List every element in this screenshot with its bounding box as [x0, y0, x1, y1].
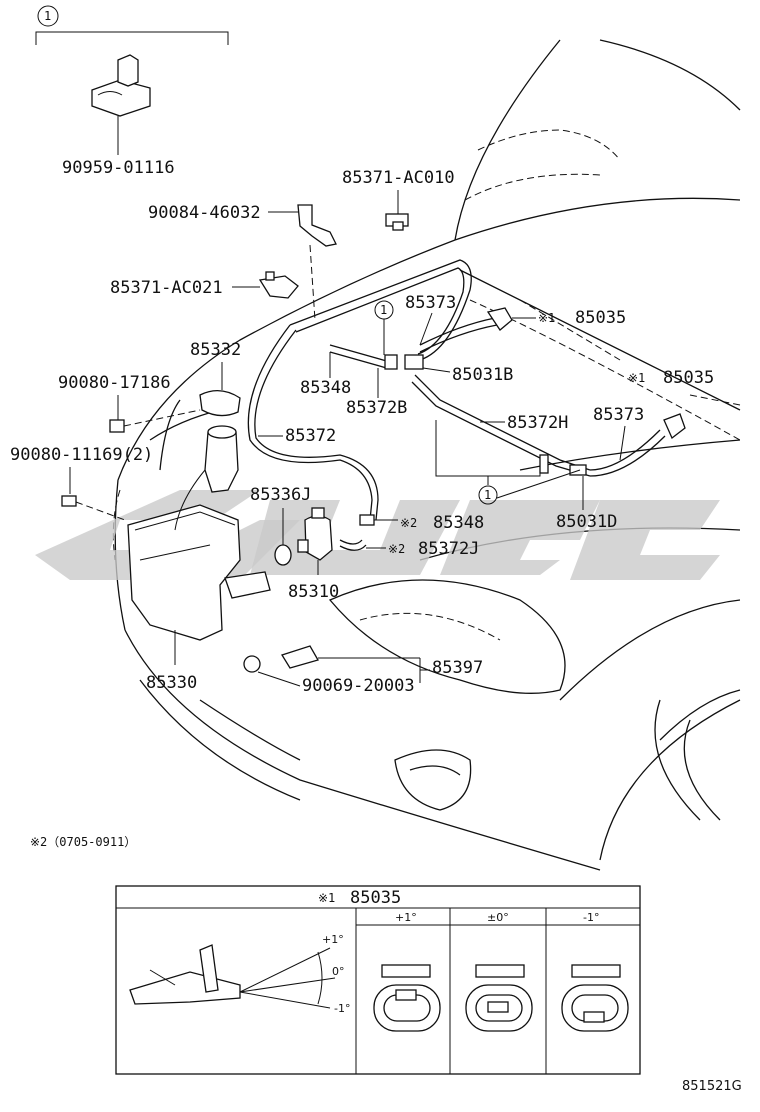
svg-text:85372H: 85372H — [507, 413, 568, 433]
kome-mark-icon: ※2 — [388, 542, 405, 556]
svg-text:85332: 85332 — [190, 340, 241, 360]
svg-text:85031D: 85031D — [556, 512, 617, 532]
svg-text:85397: 85397 — [432, 658, 483, 678]
svg-text:85348: 85348 — [300, 378, 351, 398]
nut-90080-17186: 90080-17186 — [58, 373, 201, 433]
svg-text:85372J: 85372J — [418, 539, 479, 559]
col-plus1: +1° — [395, 911, 417, 924]
svg-text:85330: 85330 — [146, 673, 197, 693]
svg-text:90069-20003: 90069-20003 — [302, 676, 415, 696]
level-sensor: 85397 90069-20003 — [243, 645, 483, 696]
svg-text:90080-17186: 90080-17186 — [58, 373, 171, 393]
kome-mark-icon: ※1 — [628, 371, 645, 385]
kome-mark-icon: ※2 — [400, 516, 417, 530]
kome-mark-icon: ※1 — [538, 311, 555, 325]
svg-text:85035: 85035 — [575, 308, 626, 328]
svg-text:-1°: -1° — [334, 1002, 350, 1015]
svg-text:85372: 85372 — [285, 426, 336, 446]
clamp-ac010: 85371-AC010 — [342, 168, 455, 231]
svg-text:90084-46032: 90084-46032 — [148, 203, 261, 223]
svg-text:85310: 85310 — [288, 582, 339, 602]
svg-text:85371-AC010: 85371-AC010 — [342, 168, 455, 188]
nozzle-view-zero — [465, 964, 533, 1032]
clamp-90084: 90084-46032 — [148, 203, 337, 321]
svg-text:0°: 0° — [332, 965, 345, 978]
clamp-ac021: 85371-AC021 — [110, 271, 299, 299]
figure-code: 851521G — [682, 1079, 742, 1094]
bolt-90080-11169: 90080-11169(2) — [10, 445, 153, 521]
svg-text:85373: 85373 — [405, 293, 456, 313]
svg-text:85336J: 85336J — [250, 485, 311, 505]
svg-text:+1°: +1° — [322, 933, 344, 946]
svg-text:85373: 85373 — [593, 405, 644, 425]
washer-pump: 85310 — [288, 507, 339, 602]
svg-text:1: 1 — [484, 488, 491, 502]
grommet-85336j: 85336J — [250, 485, 311, 566]
svg-text:85035: 85035 — [663, 368, 714, 388]
svg-text:85031B: 85031B — [452, 365, 513, 385]
footnote: ※2（0705-0911） — [30, 835, 136, 849]
reservoir-cap: 85332 — [190, 340, 241, 417]
nozzle-angle-inset: ※1 85035 +1° ±0° -1° +1° 0° -1° — [115, 885, 641, 1075]
washer-jar: 85330 — [127, 425, 271, 693]
nozzle-view-minus1 — [561, 964, 629, 1032]
svg-text:85371-AC021: 85371-AC021 — [110, 278, 223, 298]
col-minus1: -1° — [583, 911, 599, 924]
clip-part: 1 90959-01116 — [35, 5, 229, 178]
vehicle-outline — [112, 39, 741, 871]
circle-number-icon — [478, 485, 498, 505]
circle-number-icon — [37, 5, 59, 27]
svg-text:85372B: 85372B — [346, 398, 407, 418]
inset-title: 85035 — [350, 888, 401, 908]
nozzle-view-plus1 — [373, 964, 441, 1032]
col-zero: ±0° — [487, 911, 509, 924]
svg-text:1: 1 — [44, 9, 51, 23]
part-label-clip: 90959-01116 — [62, 158, 175, 178]
svg-text:1: 1 — [380, 303, 387, 317]
svg-text:85348: 85348 — [433, 513, 484, 533]
kome-mark-icon: ※1 — [318, 891, 335, 905]
svg-text:90080-11169(2): 90080-11169(2) — [10, 445, 153, 465]
hose-labels: 1 85373 ※1 85035 ※1 85035 85348 85372B 8… — [258, 293, 714, 559]
hose-routing — [247, 259, 741, 551]
